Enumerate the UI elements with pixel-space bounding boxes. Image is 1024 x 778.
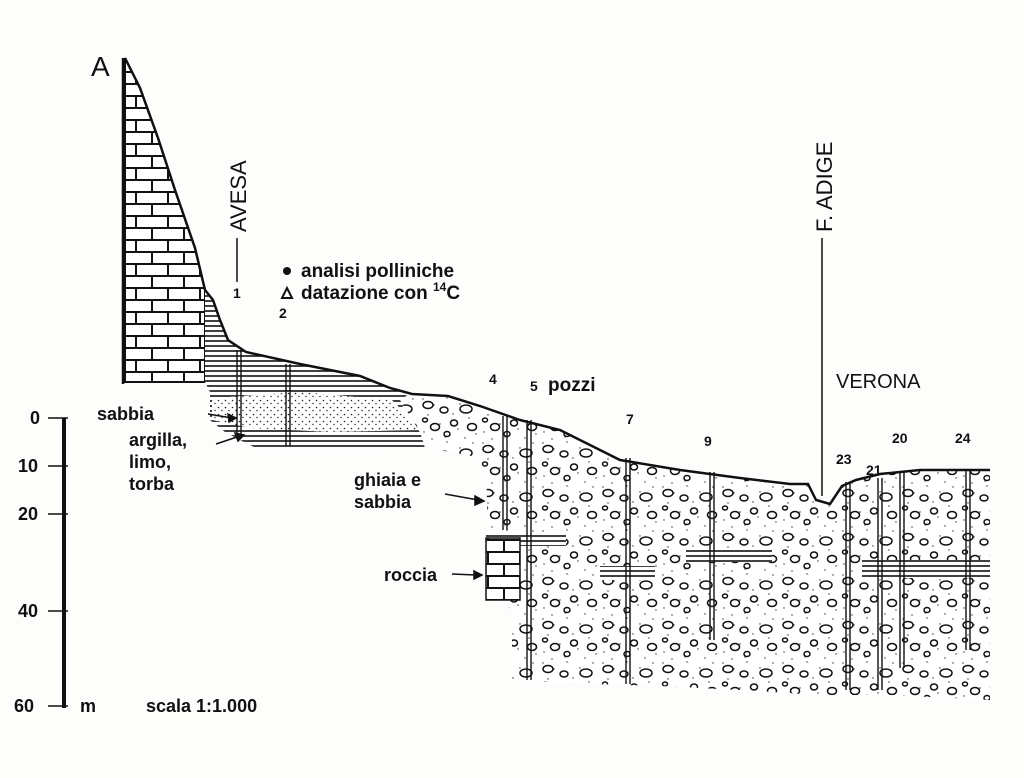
well-number-23: 23 xyxy=(836,451,852,467)
wells xyxy=(236,350,971,690)
scale-tick-20: 20 xyxy=(18,504,38,524)
scale-label: scala 1:1.000 xyxy=(146,696,257,716)
well-number-21: 21 xyxy=(866,462,882,478)
legend-dating: datazione con 14C xyxy=(301,280,460,304)
wells-label: pozzi xyxy=(548,375,596,396)
well-number-2: 2 xyxy=(279,305,287,321)
rock-outcrop xyxy=(124,57,206,383)
scale-tick-60: 60 xyxy=(14,696,34,716)
clay-label-line3: torba xyxy=(129,474,175,494)
sand-lens xyxy=(212,392,420,432)
gravel-label-line1: ghiaia e xyxy=(354,470,421,490)
rock-step xyxy=(485,537,521,601)
legend-pollen: analisi polliniche xyxy=(301,261,454,282)
ground-surface xyxy=(123,57,990,506)
avesa-label: AVESA xyxy=(226,160,251,232)
rock-label: roccia xyxy=(384,565,438,585)
scale-tick-10: 10 xyxy=(18,456,38,476)
corner-label: A xyxy=(91,51,110,82)
well-number-4: 4 xyxy=(489,371,497,387)
clay-label-line1: argilla, xyxy=(129,430,187,450)
well-number-5: 5 xyxy=(530,378,538,394)
adige-label: F. ADIGE xyxy=(812,142,837,232)
well-number-20: 20 xyxy=(892,430,908,446)
scale-tick-0: 0 xyxy=(30,408,40,428)
scale-tick-40: 40 xyxy=(18,601,38,621)
well-number-1: 1 xyxy=(233,285,241,301)
triangle-icon xyxy=(280,285,294,299)
gravel-body xyxy=(400,392,990,700)
well-number-7: 7 xyxy=(626,411,634,427)
scale-unit: m xyxy=(80,696,96,716)
well-number-24: 24 xyxy=(955,430,971,446)
pollen-dot-icon xyxy=(283,267,291,275)
well-number-9: 9 xyxy=(704,433,712,449)
clay-label-line2: limo, xyxy=(129,452,171,472)
depth-scale xyxy=(48,417,68,708)
verona-label: VERONA xyxy=(836,371,921,393)
label-arrows xyxy=(207,412,486,581)
sand-label: sabbia xyxy=(97,404,155,424)
gravel-label-line2: sabbia xyxy=(354,492,412,512)
